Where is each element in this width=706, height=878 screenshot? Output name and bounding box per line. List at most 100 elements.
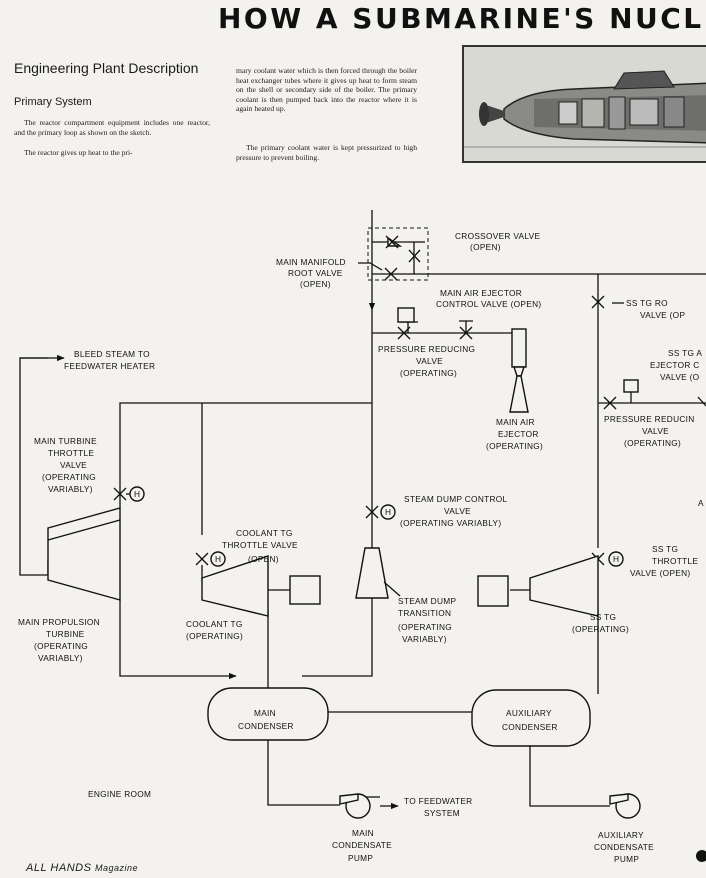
steam-dump-control-valve-symbol xyxy=(365,504,396,520)
label-auxiliary-condenser: AUXILIARY xyxy=(506,708,552,718)
label-coolant-tg-throttle-2: THROTTLE VALVE xyxy=(222,540,298,550)
label-auxiliary-condenser-2: CONDENSER xyxy=(502,722,558,732)
label-pressure-reducing-2-2: VALVE xyxy=(642,426,669,436)
headline: HOW A SUBMARINE'S NUCLE xyxy=(218,2,706,35)
auxiliary-condensate-pump-symbol xyxy=(609,793,641,819)
label-main-turbine-throttle-2: THROTTLE xyxy=(48,448,94,458)
main-air-ejector xyxy=(509,328,529,413)
label-pressure-reducing-2: PRESSURE REDUCIN xyxy=(604,414,695,424)
label-main-condensate-pump-2: CONDENSATE xyxy=(332,840,392,850)
label-main-air-ejector-3: (OPERATING) xyxy=(486,441,543,451)
label-coolant-tg-throttle: COOLANT TG xyxy=(236,528,293,538)
pressure-reducing-valve-symbol xyxy=(397,307,415,340)
label-edge-a: A xyxy=(698,498,704,508)
label-crossover-valve: CROSSOVER VALVE xyxy=(455,231,541,241)
label-pressure-reducing-1-2: VALVE xyxy=(416,356,443,366)
column-2-paragraph-1: mary coolant water which is then forced … xyxy=(236,66,417,114)
pressure-reducing-valve-2-symbol xyxy=(603,379,706,410)
magazine-name: ALL HANDS xyxy=(26,862,92,874)
label-crossover-valve-state: (OPEN) xyxy=(470,242,501,252)
coolant-tg-turbine-body xyxy=(201,555,269,617)
label-to-feedwater-2: SYSTEM xyxy=(424,808,460,818)
label-main-propulsion-turbine-4: VARIABLY) xyxy=(38,653,83,663)
label-ss-tg-2: (OPERATING) xyxy=(572,624,629,634)
label-engine-room: ENGINE ROOM xyxy=(88,789,151,799)
column-2-paragraph-2: The primary coolant water is kept pressu… xyxy=(236,143,417,162)
label-ss-tg-air-ejector: SS TG A xyxy=(668,348,702,358)
sub-title: Primary System xyxy=(14,96,92,108)
label-main-condenser-2: CONDENSER xyxy=(238,721,294,731)
label-steam-dump-control-3: (OPERATING VARIABLY) xyxy=(400,518,501,528)
label-auxiliary-condensate-pump-2: CONDENSATE xyxy=(594,842,654,852)
label-main-turbine-throttle-3: VALVE xyxy=(60,460,87,470)
label-auxiliary-condensate-pump: AUXILIARY xyxy=(598,830,644,840)
crossover-valve-symbol xyxy=(385,235,421,263)
coolant-tg-generator xyxy=(289,575,321,605)
coolant-tg-throttle-valve-symbol xyxy=(195,551,226,567)
label-coolant-tg-2: (OPERATING) xyxy=(186,631,243,641)
main-condensate-pump-symbol xyxy=(339,793,380,819)
column-1-paragraph-1: The reactor compartment equipment includ… xyxy=(14,118,210,137)
label-main-air-ejector-control-2: CONTROL VALVE (OPEN) xyxy=(436,299,541,309)
handwheel-h-coolant-tg: H xyxy=(215,554,221,564)
label-coolant-tg: COOLANT TG xyxy=(186,619,243,629)
ss-tg-root-valve-symbol xyxy=(591,295,605,309)
label-main-propulsion-turbine-2: TURBINE xyxy=(46,629,85,639)
magazine-word: Magazine xyxy=(95,863,139,873)
label-to-feedwater: TO FEEDWATER xyxy=(404,796,472,806)
label-main-air-ejector-2: EJECTOR xyxy=(498,429,539,439)
label-ss-tg-root-2: VALVE (OP xyxy=(640,310,685,320)
ss-tg-generator xyxy=(477,575,509,607)
label-ss-tg-air-ejector-2: EJECTOR C xyxy=(650,360,700,370)
label-steam-dump-transition: STEAM DUMP xyxy=(398,596,456,606)
main-turbine-throttle-valve-symbol xyxy=(113,486,145,502)
column-1-paragraph-2: The reactor gives up heat to the pri- xyxy=(24,148,133,157)
submarine-photo xyxy=(462,45,706,163)
label-ss-tg-throttle: SS TG xyxy=(652,544,678,554)
label-steam-dump-transition-4: VARIABLY) xyxy=(402,634,447,644)
ss-tg-turbine-body xyxy=(529,555,599,617)
label-main-manifold-2: ROOT VALVE xyxy=(288,268,343,278)
label-main-turbine-throttle-5: VARIABLY) xyxy=(48,484,93,494)
diagram-labels: CROSSOVER VALVE (OPEN) MAIN MANIFOLD ROO… xyxy=(18,231,704,864)
label-pressure-reducing-2-3: (OPERATING) xyxy=(624,438,681,448)
auxiliary-condenser-shell xyxy=(471,689,591,747)
main-propulsion-turbine-body xyxy=(47,507,121,601)
handwheel-h-main-turbine: H xyxy=(134,489,140,499)
handwheel-h-ss-tg: H xyxy=(613,554,619,564)
label-ss-tg-root: SS TG RO xyxy=(626,298,668,308)
handwheel-h-steam-dump: H xyxy=(385,507,391,517)
label-steam-dump-transition-3: (OPERATING xyxy=(398,622,452,632)
label-steam-dump-control-2: VALVE xyxy=(444,506,471,516)
label-bleed-steam: BLEED STEAM TO xyxy=(74,349,150,359)
label-main-turbine-throttle: MAIN TURBINE xyxy=(34,436,97,446)
label-steam-dump-transition-2: TRANSITION xyxy=(398,608,451,618)
label-main-air-ejector: MAIN AIR xyxy=(496,417,535,427)
steam-dump-transition-body xyxy=(355,547,389,599)
label-pressure-reducing-1-3: (OPERATING) xyxy=(400,368,457,378)
label-auxiliary-condensate-pump-3: PUMP xyxy=(614,854,639,864)
main-condenser-shell xyxy=(207,687,329,741)
label-main-condensate-pump: MAIN xyxy=(352,828,374,838)
label-main-propulsion-turbine: MAIN PROPULSION xyxy=(18,617,100,627)
piping-lines xyxy=(19,210,706,810)
label-main-condensate-pump-3: PUMP xyxy=(348,853,373,863)
label-main-propulsion-turbine-3: (OPERATING xyxy=(34,641,88,651)
label-main-air-ejector-control: MAIN AIR EJECTOR xyxy=(440,288,522,298)
label-coolant-tg-throttle-3: (OPEN) xyxy=(248,554,279,564)
label-bleed-steam-2: FEEDWATER HEATER xyxy=(64,361,155,371)
main-manifold-valve-symbol xyxy=(384,267,398,281)
equipment xyxy=(47,235,706,862)
submarine-illustration xyxy=(464,47,706,161)
main-air-ejector-valve-symbol xyxy=(459,320,473,340)
label-main-turbine-throttle-4: (OPERATING xyxy=(42,472,96,482)
label-ss-tg-air-ejector-3: VALVE (O xyxy=(660,372,700,382)
label-main-condenser: MAIN xyxy=(254,708,276,718)
footer: ALL HANDS Magazine xyxy=(26,862,138,874)
label-ss-tg: SS TG xyxy=(590,612,616,622)
section-title: Engineering Plant Description xyxy=(14,60,199,76)
label-pressure-reducing-1: PRESSURE REDUCING xyxy=(378,344,475,354)
label-steam-dump-control: STEAM DUMP CONTROL xyxy=(404,494,508,504)
label-main-manifold: MAIN MANIFOLD xyxy=(276,257,346,267)
